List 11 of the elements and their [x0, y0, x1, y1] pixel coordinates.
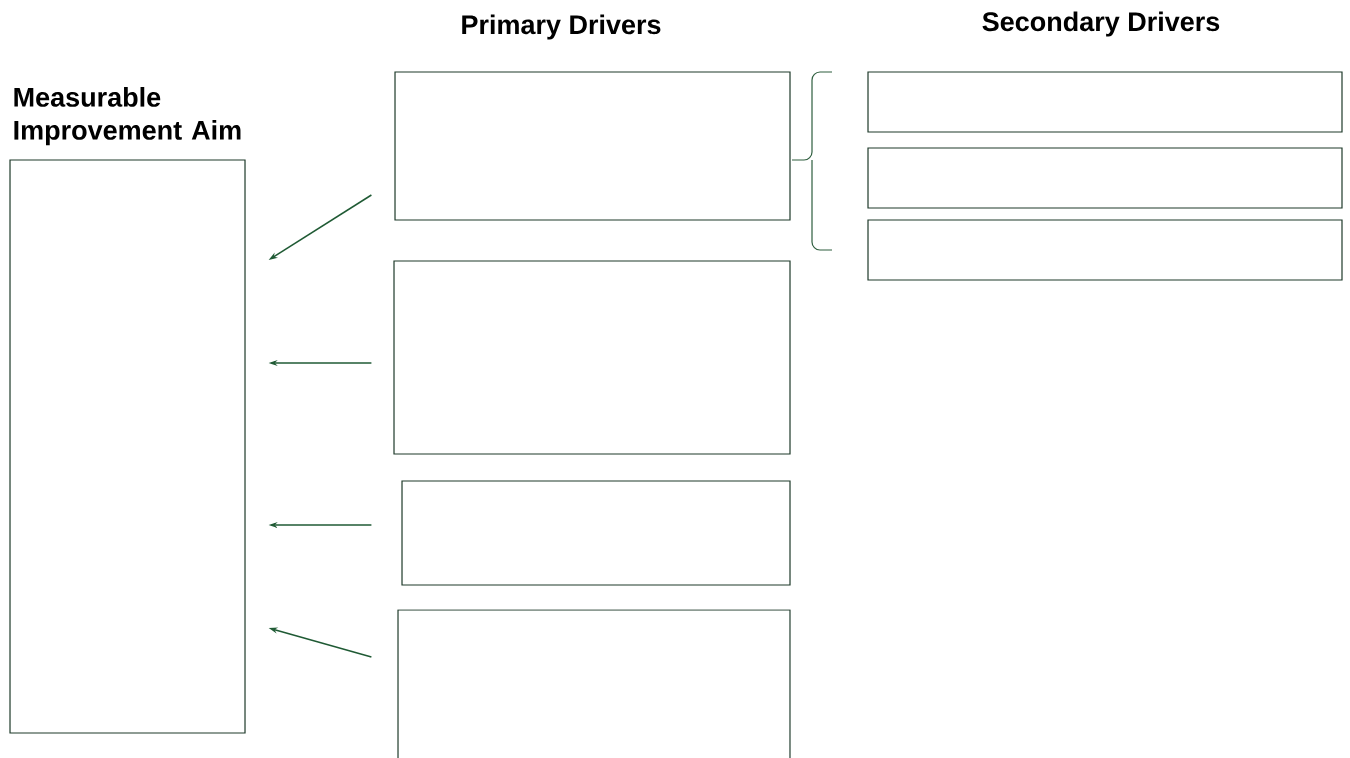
aim-box: Measurable Improvement Aim: [9, 87, 246, 734]
driver-box: [867, 147, 1343, 209]
driver-box: [393, 260, 791, 455]
column-heading: Primary Drivers: [462, 14, 661, 40]
driver-box: [867, 219, 1343, 281]
node-label: Measurable Improvement Aim: [14, 87, 241, 146]
driver-box: [401, 480, 791, 586]
column-heading: Secondary Drivers: [982, 11, 1220, 37]
driver-box: [394, 71, 791, 221]
driver-box: [397, 609, 791, 758]
driver-box: [867, 71, 1343, 133]
